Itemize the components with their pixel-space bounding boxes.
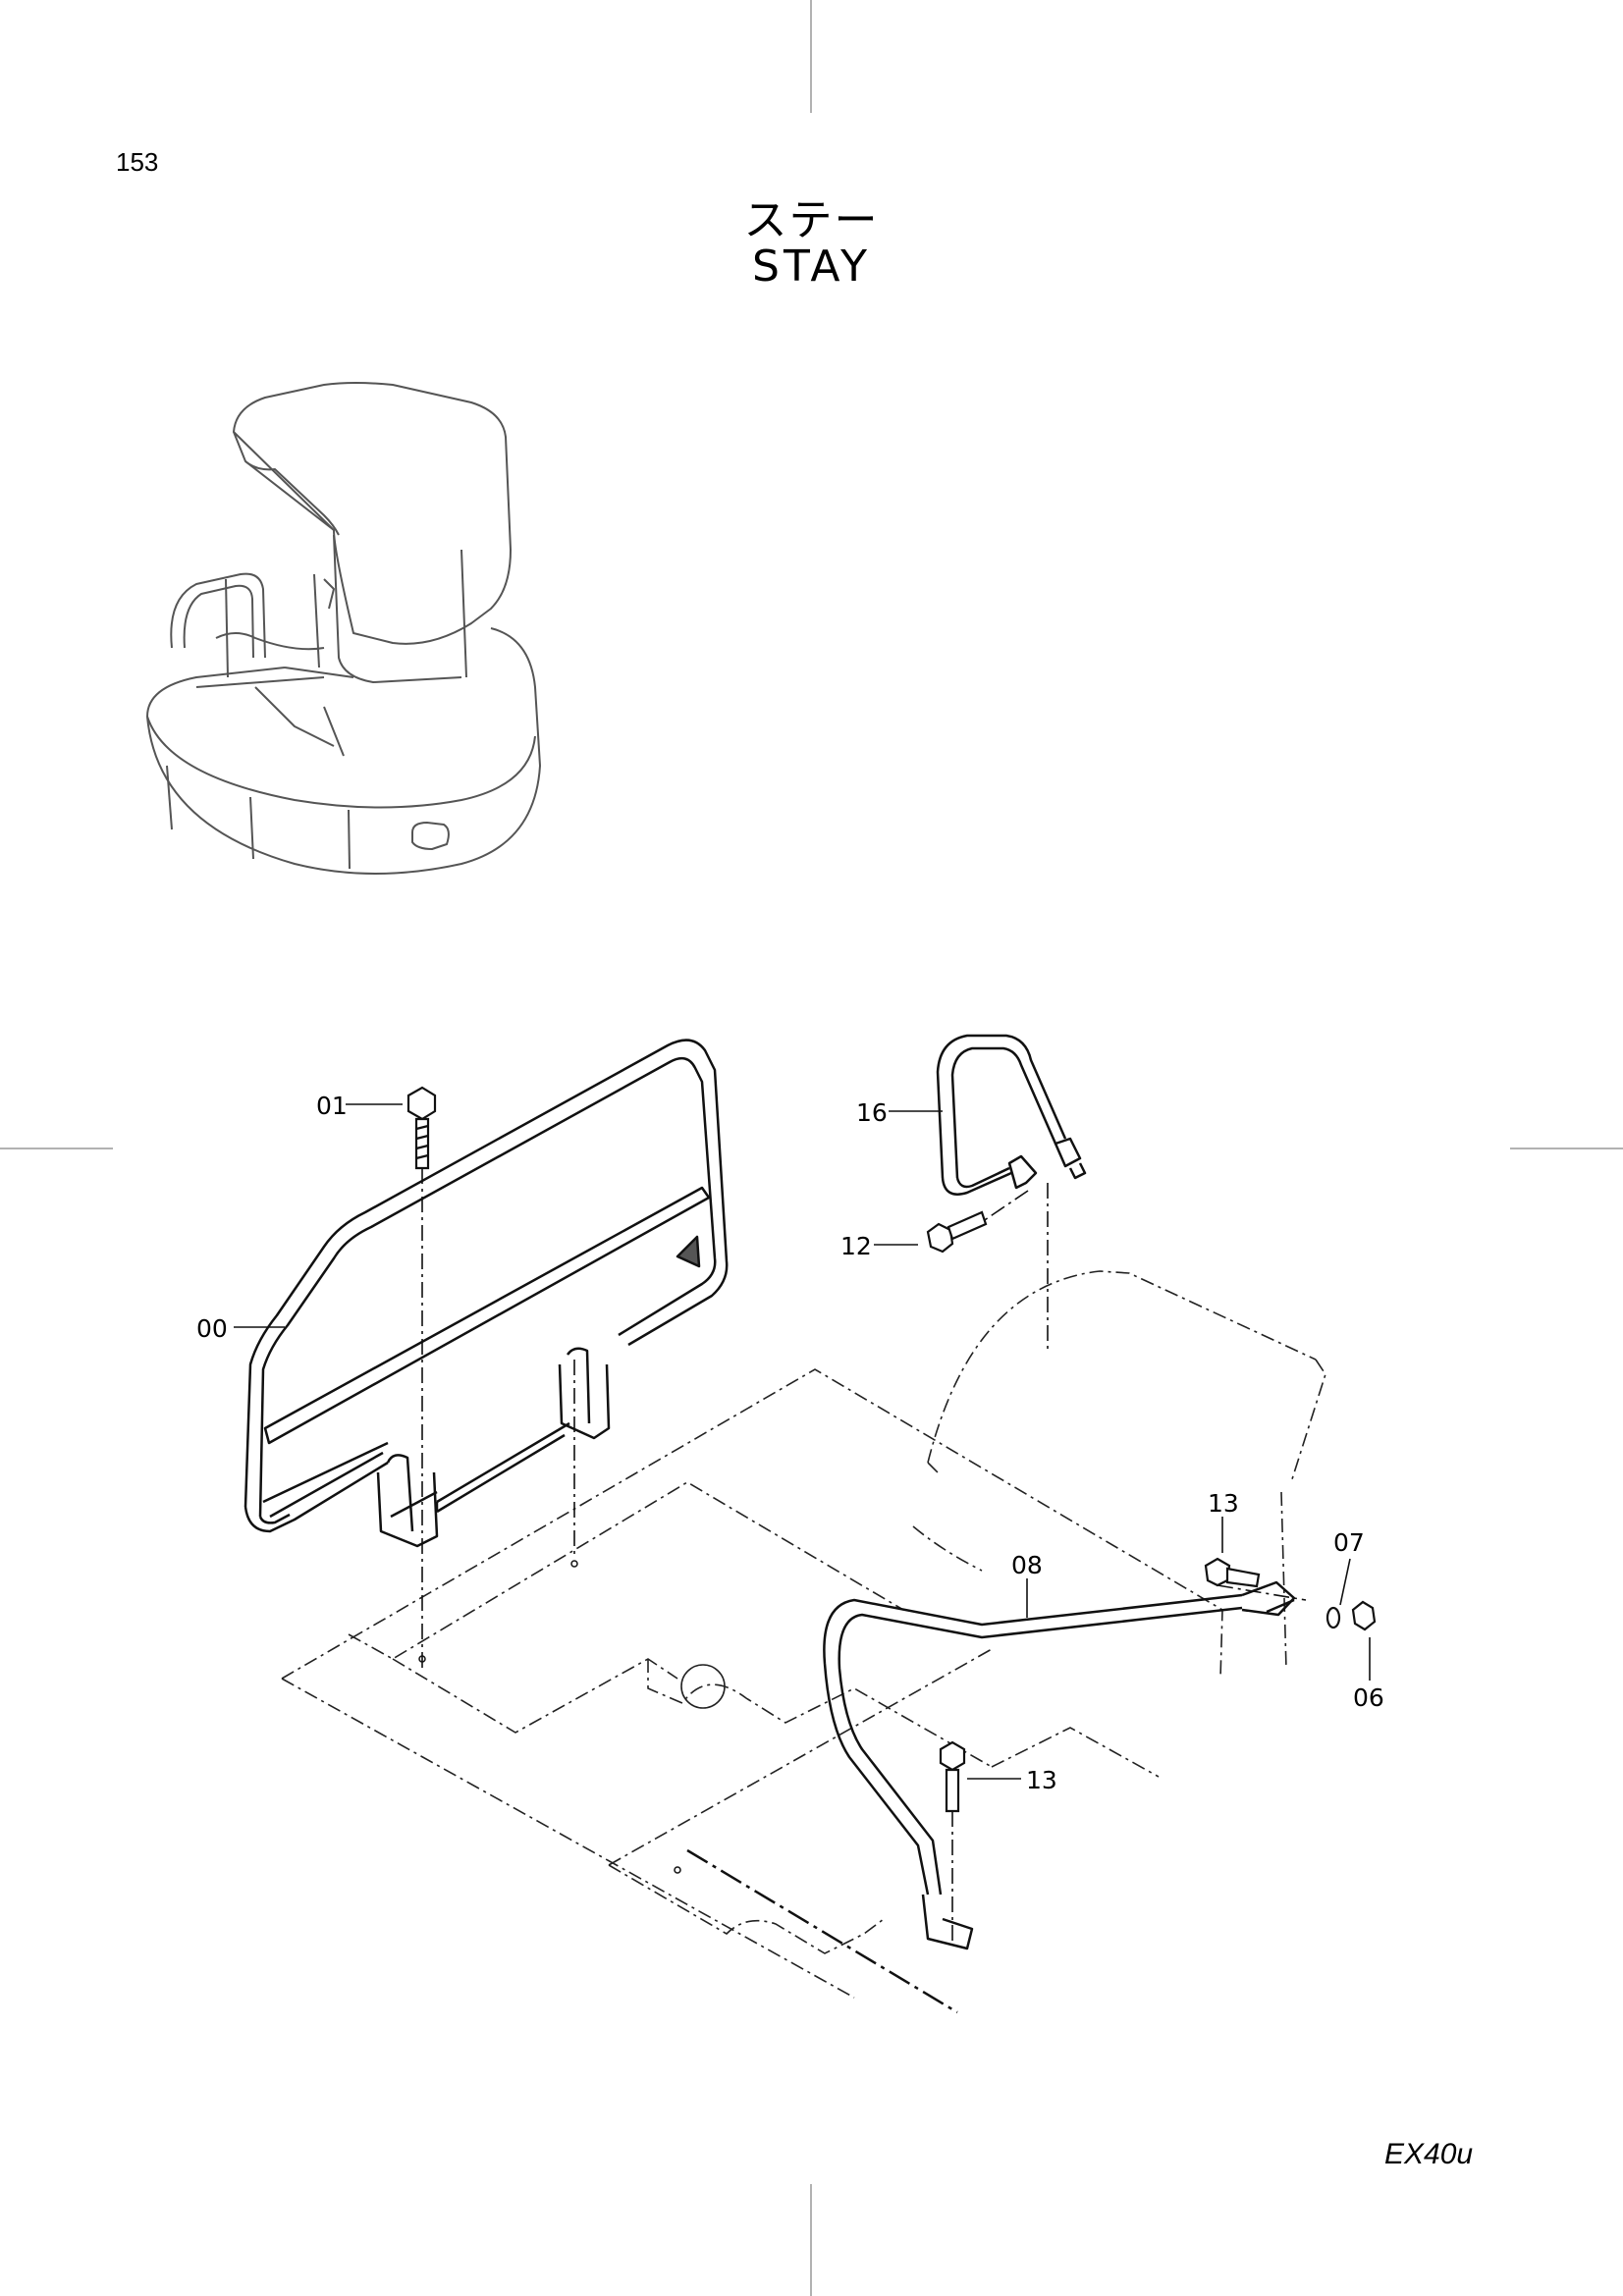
callout-07: 07 bbox=[1333, 1528, 1365, 1557]
part-12-bolt bbox=[926, 1210, 988, 1254]
callout-13-upper: 13 bbox=[1208, 1489, 1239, 1518]
callout-12: 12 bbox=[840, 1232, 872, 1260]
page-number: 153 bbox=[116, 147, 159, 177]
part-08-lower-stay bbox=[823, 1580, 1296, 1950]
part-13-bolt-upper bbox=[1204, 1557, 1261, 1588]
part-06-nut bbox=[1351, 1600, 1377, 1631]
callout-06: 06 bbox=[1353, 1683, 1384, 1712]
floor-plate bbox=[281, 1270, 1326, 1999]
callout-00: 00 bbox=[196, 1314, 228, 1343]
leader-lines bbox=[234, 1103, 1371, 1780]
part-16-upper-stay bbox=[936, 1034, 1087, 1196]
callout-08: 08 bbox=[1011, 1551, 1043, 1579]
title-english: STAY bbox=[752, 241, 871, 292]
part-01-bolt bbox=[406, 1086, 437, 1170]
callout-16: 16 bbox=[856, 1098, 888, 1127]
machine-overview bbox=[146, 382, 541, 875]
part-07-washer bbox=[1325, 1606, 1341, 1629]
callout-13-lower: 13 bbox=[1026, 1766, 1057, 1794]
title-japanese: ステー bbox=[743, 195, 880, 245]
callout-01: 01 bbox=[316, 1092, 348, 1120]
part-00-guard-frame bbox=[243, 1039, 729, 1548]
part-13-bolt-lower bbox=[939, 1740, 966, 1813]
model-code: EX40u bbox=[1384, 2138, 1474, 2170]
